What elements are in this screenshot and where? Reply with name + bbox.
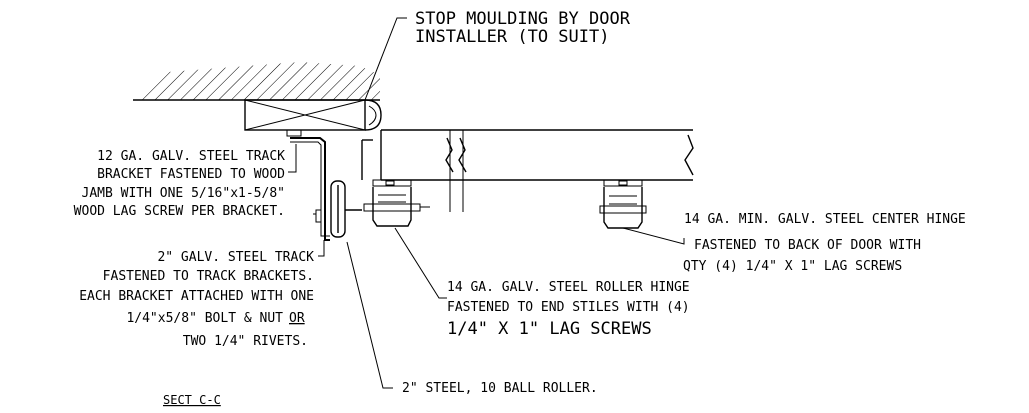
- note-line: FASTENED TO END STILES WITH (4): [447, 300, 690, 315]
- section-title: SECT C-C: [163, 393, 221, 407]
- note-steel-track: 2" GALV. STEEL TRACK FASTENED TO TRACK B…: [79, 250, 314, 349]
- note-line: 2" STEEL, 10 BALL ROLLER.: [402, 381, 598, 396]
- note-line: 2" GALV. STEEL TRACK: [157, 250, 314, 265]
- note-line: 1/4"x5/8" BOLT & NUT: [126, 311, 283, 326]
- note-line: QTY (4) 1/4" X 1" LAG SCREWS: [683, 259, 902, 274]
- note-line-underlined: OR: [289, 311, 305, 326]
- note-line: 1/4" X 1" LAG SCREWS: [447, 319, 652, 339]
- note-ball-roller: 2" STEEL, 10 BALL ROLLER.: [402, 381, 598, 396]
- note-line: 12 GA. GALV. STEEL TRACK: [97, 149, 285, 164]
- roller-hinge: [363, 179, 430, 227]
- note-line: EACH BRACKET ATTACHED WITH ONE: [79, 289, 314, 304]
- note-line: INSTALLER (TO SUIT): [415, 27, 609, 47]
- note-track-bracket: 12 GA. GALV. STEEL TRACK BRACKET FASTENE…: [74, 149, 285, 219]
- note-line: 14 GA. MIN. GALV. STEEL CENTER HINGE: [684, 212, 966, 227]
- note-roller-hinge: 14 GA. GALV. STEEL ROLLER HINGE FASTENED…: [447, 280, 690, 339]
- ball-roller: [330, 180, 362, 238]
- note-line: TWO 1/4" RIVETS.: [183, 334, 308, 349]
- note-line: FASTENED TO BACK OF DOOR WITH: [694, 238, 921, 253]
- track-bracket: [286, 129, 330, 241]
- note-line: 14 GA. GALV. STEEL ROLLER HINGE: [447, 280, 690, 295]
- note-line: STOP MOULDING BY DOOR: [415, 9, 631, 29]
- center-hinge: [599, 179, 647, 229]
- note-line: WOOD LAG SCREW PER BRACKET.: [74, 204, 285, 219]
- stop-moulding: [364, 99, 382, 131]
- note-stop-moulding: STOP MOULDING BY DOOR INSTALLER (TO SUIT…: [415, 9, 631, 47]
- note-line: BRACKET FASTENED TO WOOD: [97, 167, 285, 182]
- note-center-hinge: 14 GA. MIN. GALV. STEEL CENTER HINGE FAS…: [683, 212, 966, 274]
- note-line: FASTENED TO TRACK BRACKETS.: [103, 269, 314, 284]
- wood-jamb: [244, 99, 366, 131]
- leader-lines: [288, 17, 685, 389]
- wall-hatch: [133, 62, 380, 101]
- note-line: JAMB WITH ONE 5/16"x1-5/8": [82, 186, 286, 201]
